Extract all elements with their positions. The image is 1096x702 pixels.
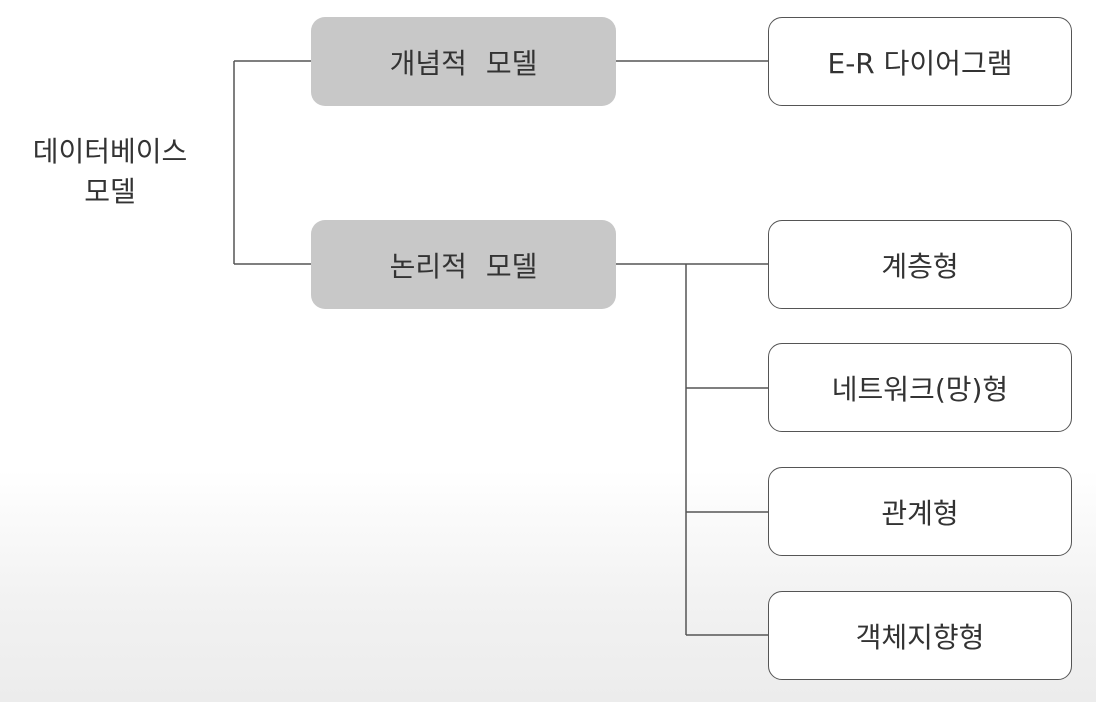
conceptual-model-label: 개념적 모델	[389, 46, 538, 80]
network-model-label: 네트워크(망)형	[831, 372, 1009, 406]
object-oriented-model-node: 객체지향형	[768, 591, 1072, 680]
root-label-line2: 모델	[84, 175, 136, 208]
root-node-database-model: 데이터베이스 모델	[10, 132, 210, 212]
er-diagram-label: E-R 다이어그램	[827, 46, 1013, 80]
logical-model-label: 논리적 모델	[389, 249, 538, 283]
relational-model-node: 관계형	[768, 467, 1072, 556]
relational-model-label: 관계형	[881, 496, 959, 530]
network-model-node: 네트워크(망)형	[768, 343, 1072, 432]
conceptual-model-node: 개념적 모델	[311, 17, 616, 106]
logical-model-node: 논리적 모델	[311, 220, 616, 309]
hierarchical-model-label: 계층형	[881, 249, 959, 283]
object-oriented-model-label: 객체지향형	[855, 620, 985, 654]
er-diagram-node: E-R 다이어그램	[768, 17, 1072, 106]
hierarchical-model-node: 계층형	[768, 220, 1072, 309]
root-label-line1: 데이터베이스	[32, 135, 188, 168]
